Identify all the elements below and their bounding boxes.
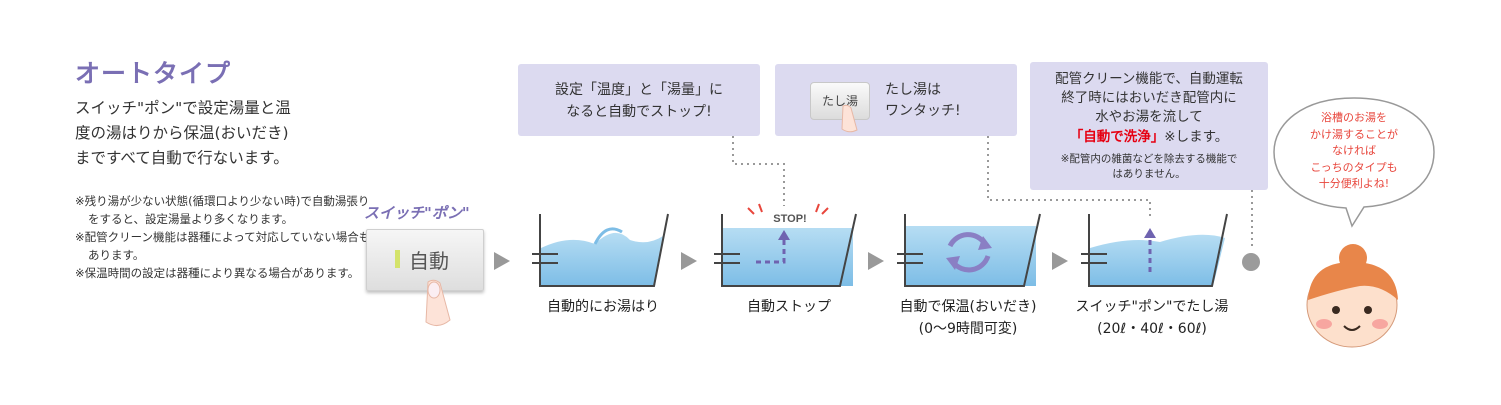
step-subtitle: (20ℓ・40ℓ・60ℓ) bbox=[1097, 321, 1207, 337]
stop-spark-icon bbox=[747, 203, 829, 215]
arrow-icon bbox=[494, 252, 510, 270]
callout-line: なると自動でストップ! bbox=[566, 104, 712, 120]
auto-switch-label: 自動 bbox=[409, 249, 449, 273]
note-item: ※残り湯が少ない状態(循環口より少ない時)で自動湯張りをすると、設定湯量より多く… bbox=[75, 194, 370, 226]
callout-line: 終了時にはおいだき配管内に bbox=[1061, 90, 1237, 106]
description-line: まですべて自動で行ないます。 bbox=[75, 149, 289, 167]
speech-line: かけ湯することが bbox=[1310, 127, 1398, 141]
finger-icon bbox=[425, 279, 451, 326]
speech-bubble bbox=[1273, 97, 1435, 228]
step-subtitle: (0〜9時間可変) bbox=[918, 321, 1018, 337]
callout-suffix: ※します。 bbox=[1164, 129, 1229, 145]
switch-title: スイッチ"ポン" bbox=[364, 204, 470, 222]
step-label: 自動で保温(おいだき) (0〜9時間可変) bbox=[880, 296, 1056, 340]
step-title: 自動ストップ bbox=[747, 299, 831, 315]
callout-footnote: はありません。 bbox=[1112, 168, 1186, 180]
auto-switch-button[interactable]: 自動 bbox=[366, 229, 484, 291]
bathtub-icon bbox=[714, 213, 857, 287]
callout-line: 水やお湯を流して bbox=[1095, 109, 1203, 125]
callout-tashiyu: たし湯 たし湯は ワンタッチ! bbox=[775, 64, 1017, 136]
description: スイッチ"ポン"で設定湯量と温 度の湯はりから保温(おいだき) まですべて自動で… bbox=[75, 96, 375, 171]
arrow-icon bbox=[1052, 252, 1068, 270]
callout-highlight-line: 「自動で洗浄」※します。 bbox=[1030, 128, 1268, 147]
stop-label: STOP! bbox=[773, 213, 806, 225]
step-title: 自動で保温(おいだき) bbox=[899, 299, 1037, 315]
note-item: ※配管クリーン機能は器種によって対応していない場合もあります。 bbox=[75, 230, 371, 262]
callout-auto-stop: 設定「温度」と「湯量」に なると自動でストップ! bbox=[518, 64, 760, 136]
step-label: 自動的にお湯はり bbox=[520, 296, 686, 318]
tashiyu-button[interactable]: たし湯 bbox=[810, 82, 870, 120]
connector-line bbox=[732, 136, 785, 206]
step-title: 自動的にお湯はり bbox=[547, 299, 659, 315]
auto-clean-highlight: 「自動で洗浄」 bbox=[1069, 129, 1165, 145]
callout-line: 設定「温度」と「湯量」に bbox=[555, 82, 723, 98]
woman-face-icon bbox=[1306, 244, 1398, 348]
description-line: 度の湯はりから保温(おいだき) bbox=[75, 124, 289, 142]
speech-line: 十分便利よね! bbox=[1318, 177, 1390, 190]
speech-line: こっちのタイプも bbox=[1310, 160, 1398, 174]
speech-text: 浴槽のお湯を かけ湯することが なければ こっちのタイプも 十分便利よね! bbox=[1290, 110, 1418, 193]
finger-icon bbox=[841, 104, 858, 133]
connector-line bbox=[987, 136, 1151, 220]
cycle-icon bbox=[978, 236, 992, 250]
step-label: 自動ストップ bbox=[706, 296, 872, 318]
arrow-icon bbox=[681, 252, 697, 270]
speech-line: 浴槽のお湯を bbox=[1321, 111, 1387, 124]
callout-pipe-clean: 配管クリーン機能で、自動運転 終了時にはおいだき配管内に 水やお湯を流して 「自… bbox=[1030, 62, 1268, 190]
bathtub-icon bbox=[532, 213, 669, 287]
callout-line: たし湯は bbox=[885, 82, 941, 98]
step-title: スイッチ"ポン"でたし湯 bbox=[1075, 299, 1229, 315]
notes: ※残り湯が少ない状態(循環口より少ない時)で自動湯張りをすると、設定湯量より多く… bbox=[75, 192, 375, 282]
bathtub-icon bbox=[1081, 213, 1228, 287]
description-line: スイッチ"ポン"で設定湯量と温 bbox=[75, 99, 291, 117]
bathtub-icon bbox=[897, 213, 1041, 287]
callout-line: ワンタッチ! bbox=[885, 103, 961, 119]
page-title: オートタイプ bbox=[75, 59, 232, 88]
callout-line: 配管クリーン機能で、自動運転 bbox=[1055, 71, 1243, 87]
speech-line: なければ bbox=[1332, 144, 1376, 157]
callout-footnote: ※配管内の雑菌などを除去する機能で bbox=[1060, 153, 1238, 165]
note-item: ※保温時間の設定は器種により異なる場合があります。 bbox=[75, 266, 360, 280]
arrow-icon bbox=[868, 252, 884, 270]
step-label: スイッチ"ポン"でたし湯 (20ℓ・40ℓ・60ℓ) bbox=[1064, 296, 1240, 340]
end-dot bbox=[1242, 253, 1260, 271]
indicator-led bbox=[395, 250, 400, 268]
